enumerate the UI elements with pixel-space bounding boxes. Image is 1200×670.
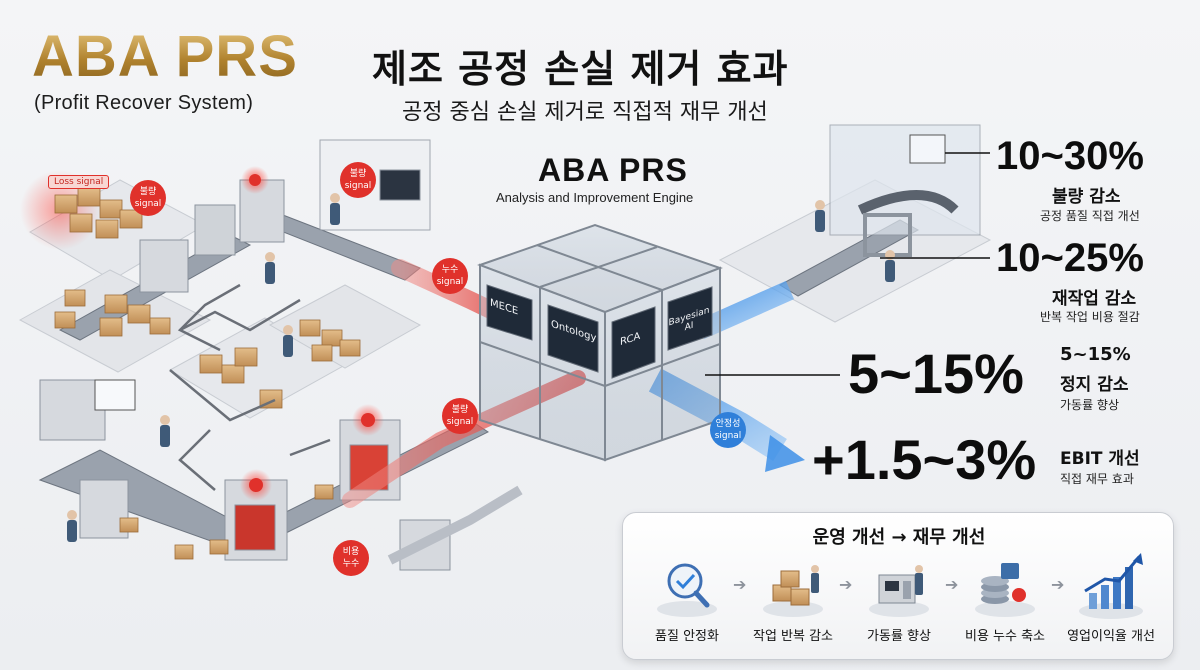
panel-arrow-3: ➔ xyxy=(945,575,959,594)
metric-downtime-label: 정지 감소 xyxy=(1060,375,1129,395)
loss-signal-tag: Loss signal xyxy=(48,175,110,189)
flow-path-arrows xyxy=(169,283,331,491)
metric-rework-label: 재작업 감소 xyxy=(1052,289,1137,309)
metric-ebit-desc: 직접 재무 효과 xyxy=(1060,472,1134,486)
magnifier-check-icon xyxy=(657,563,717,617)
defect-signal-bubble-2: 불량 signal xyxy=(340,162,376,198)
worker-boxes-icon xyxy=(763,565,823,617)
panel-step-icons xyxy=(657,553,1143,619)
step-uptime-label: 가동률 향상 xyxy=(867,629,931,644)
metric-ebit-value: +1.5~3% xyxy=(812,428,1037,491)
metric-downtime-small-value: 5~15% xyxy=(1060,344,1131,365)
cost-leak-bubble: 비용 누수 xyxy=(333,540,369,576)
leak-signal-line2: signal xyxy=(436,277,464,287)
cost-leak-line1: 비용 xyxy=(342,547,360,557)
cost-leak-line2: 누수 xyxy=(342,559,360,569)
leak-signal-bubble: 누수 signal xyxy=(432,258,468,294)
engine-title: ABA PRS xyxy=(538,152,688,188)
growth-chart-icon xyxy=(1079,553,1143,619)
panel-arrow-4: ➔ xyxy=(1051,575,1065,594)
brand-subtitle: (Profit Recover System) xyxy=(34,92,254,114)
metric-leader-lines xyxy=(705,152,990,376)
engine-subtitle: Analysis and Improvement Engine xyxy=(496,190,694,205)
loss-signal-text: Loss signal xyxy=(54,177,104,187)
defect-signal-3-line2: signal xyxy=(446,417,474,427)
defect-signal-bubble-3: 불량 signal xyxy=(442,398,478,434)
panel-arrow-2: ➔ xyxy=(839,575,853,594)
page-title: 제조 공정 손실 제거 효과 xyxy=(372,47,789,91)
metric-rework-value: 10~25% xyxy=(996,236,1144,280)
metric-ebit-label: EBIT 개선 xyxy=(1060,449,1140,469)
metric-defect-label: 불량 감소 xyxy=(1052,187,1121,207)
metric-defect-value: 10~30% xyxy=(996,134,1144,178)
machines xyxy=(39,124,981,571)
page-subtitle: 공정 중심 손실 제거로 직접적 재무 개선 xyxy=(402,100,768,125)
step-cost-label: 비용 누수 축소 xyxy=(964,629,1046,644)
stability-signal-line1: 안정성 xyxy=(715,419,741,429)
defect-signal-2-line1: 불량 xyxy=(349,169,367,179)
leak-signal-line1: 누수 xyxy=(441,265,459,275)
step-quality-label: 품질 안정화 xyxy=(655,629,719,644)
panel-arrow-1: ➔ xyxy=(733,575,747,594)
cargo-boxes xyxy=(54,187,361,560)
step-margin-label: 영업이익율 개선 xyxy=(1067,629,1155,644)
defect-signal-line1: 불량 xyxy=(139,187,157,197)
metric-rework-desc: 반복 작업 비용 절감 xyxy=(1040,310,1140,324)
ops-to-finance-panel: 운영 개선 → 재무 개선 xyxy=(622,512,1174,660)
defect-signal-line2: signal xyxy=(134,199,162,209)
panel-title: 운영 개선 → 재무 개선 xyxy=(812,527,986,548)
brand-title: ABA PRS xyxy=(32,24,298,89)
engine-cube xyxy=(477,223,723,462)
defect-signal-3-line1: 불량 xyxy=(451,405,469,415)
machine-icon xyxy=(869,565,929,617)
workers xyxy=(67,193,895,542)
metric-defect-desc: 공정 품질 직접 개선 xyxy=(1040,209,1140,223)
defect-signal-2-line2: signal xyxy=(344,181,372,191)
metric-downtime-desc: 가동률 향상 xyxy=(1060,398,1120,412)
stability-signal-line2: signal xyxy=(714,431,742,441)
metric-downtime-value: 5~15% xyxy=(848,342,1024,405)
defect-signal-bubble: 불량 signal xyxy=(130,180,166,216)
step-rework-label: 작업 반복 감소 xyxy=(752,629,834,644)
coin-stack-icon xyxy=(975,563,1035,617)
stability-signal-bubble: 안정성 signal xyxy=(710,412,746,448)
